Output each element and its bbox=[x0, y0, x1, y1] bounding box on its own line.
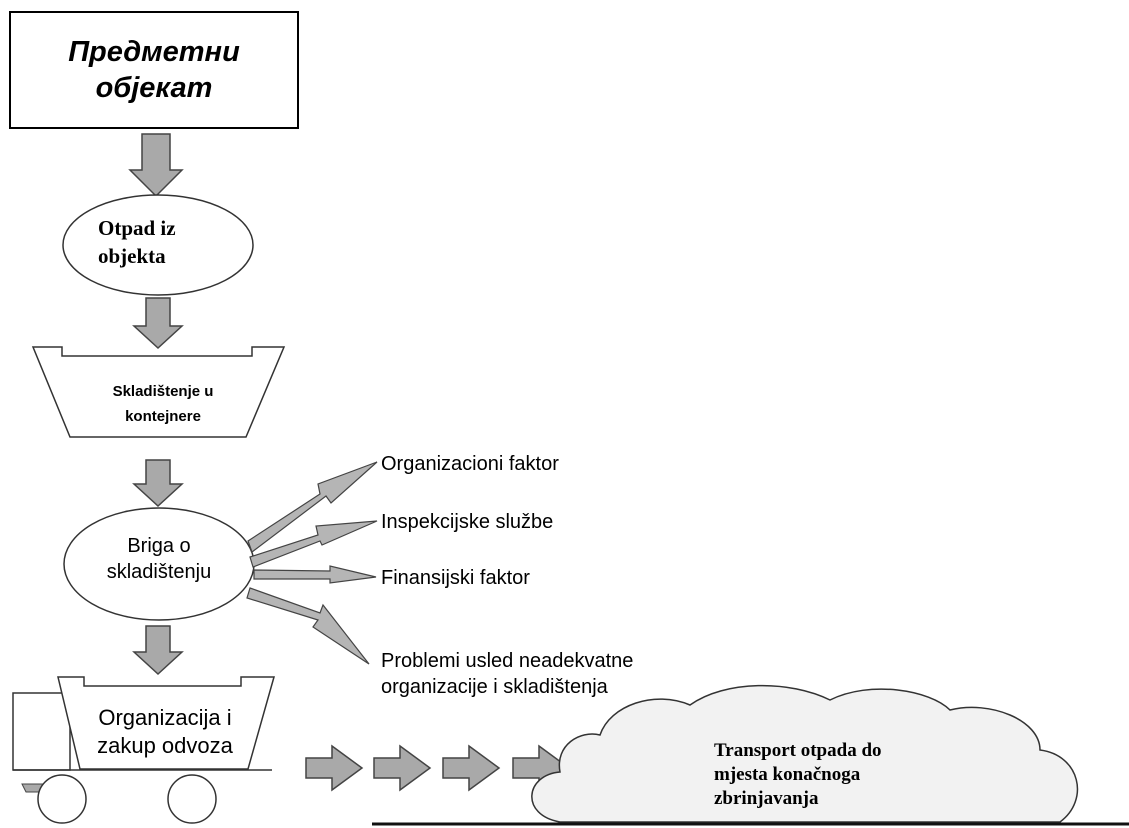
right-arrow-1 bbox=[305, 744, 364, 792]
transport-label: Transport otpada do mjesta konačnoga zbr… bbox=[714, 740, 882, 809]
truck-wheel-front bbox=[37, 774, 87, 824]
factor-label-4: Problemi usled neadekvatne organizacije … bbox=[381, 650, 634, 698]
otpad-label: Otpad iz objekta bbox=[98, 216, 176, 268]
right-arrow-2 bbox=[373, 744, 432, 792]
factor-arrow-4 bbox=[246, 587, 370, 665]
organizacija-container bbox=[57, 676, 275, 770]
truck-cab bbox=[12, 692, 71, 771]
factor-label-1: Organizacioni faktor bbox=[381, 453, 559, 475]
down-arrow-2 bbox=[132, 297, 184, 350]
right-arrow-3 bbox=[442, 744, 501, 792]
title-box: Предметни објекат bbox=[9, 11, 299, 129]
skladistenje-container bbox=[31, 346, 286, 438]
skladistenje-label: Skladištenje u kontejnere bbox=[112, 383, 214, 425]
title-box-text: Предметни објекат bbox=[68, 36, 240, 104]
factor-arrow-2 bbox=[249, 520, 378, 568]
factor-label-2: Inspekcijske službe bbox=[381, 511, 554, 533]
otpad-ellipse bbox=[62, 194, 254, 296]
down-arrow-3 bbox=[132, 459, 184, 508]
truck-wheel-rear bbox=[167, 774, 217, 824]
briga-label: Briga o skladištenju bbox=[106, 535, 212, 583]
factor-arrow-1 bbox=[247, 461, 378, 553]
factor-arrow-3 bbox=[253, 565, 377, 584]
factor-label-3: Finansijski faktor bbox=[381, 567, 530, 589]
down-arrow-1 bbox=[128, 133, 184, 198]
transport-cloud bbox=[531, 684, 1079, 823]
down-arrow-4 bbox=[132, 625, 184, 676]
organizacija-label: Organizacija i zakup odvoza bbox=[97, 705, 233, 758]
